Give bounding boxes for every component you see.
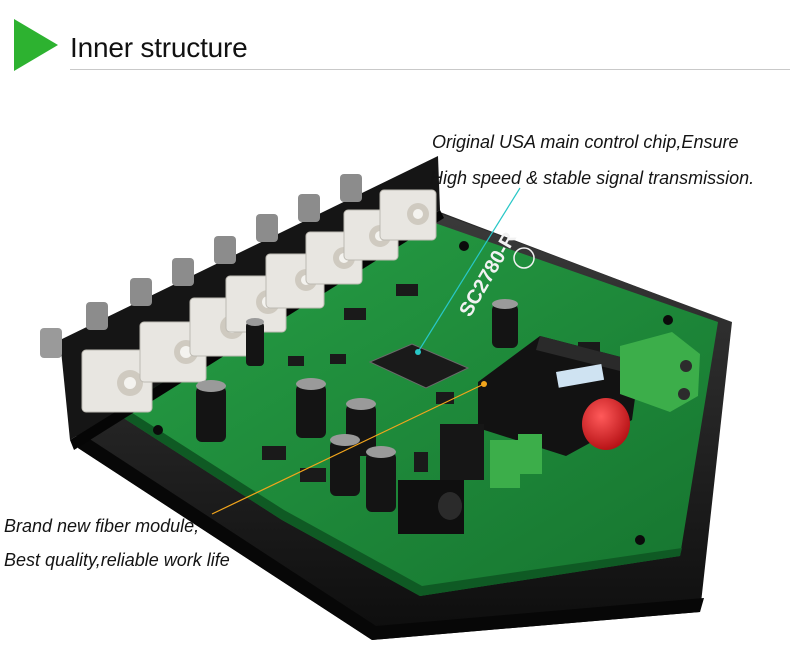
fiber-annotation-line1: Brand new fiber module, (4, 516, 200, 536)
callout-lines (211, 187, 521, 515)
power-jack (398, 480, 464, 534)
capacitors (196, 299, 518, 512)
fiber-annotation-line2: Best quality,reliable work life (4, 550, 230, 570)
terminal-block (620, 332, 700, 412)
bnc-connectors (40, 174, 362, 358)
status-led-blocks (440, 424, 542, 488)
fiber-module (478, 336, 640, 456)
header-divider (70, 69, 790, 70)
chip-annotation-line2: High speed & stable signal transmission. (430, 168, 755, 188)
section-title: Inner structure (70, 32, 248, 63)
play-icon (14, 19, 58, 71)
main-control-chip (368, 343, 470, 389)
video-jack-housings (81, 189, 437, 413)
section-header: Inner structure (0, 0, 790, 72)
chip-annotation-line1: Original USA main control chip,Ensure (432, 132, 739, 152)
mounting-holes (153, 241, 673, 545)
